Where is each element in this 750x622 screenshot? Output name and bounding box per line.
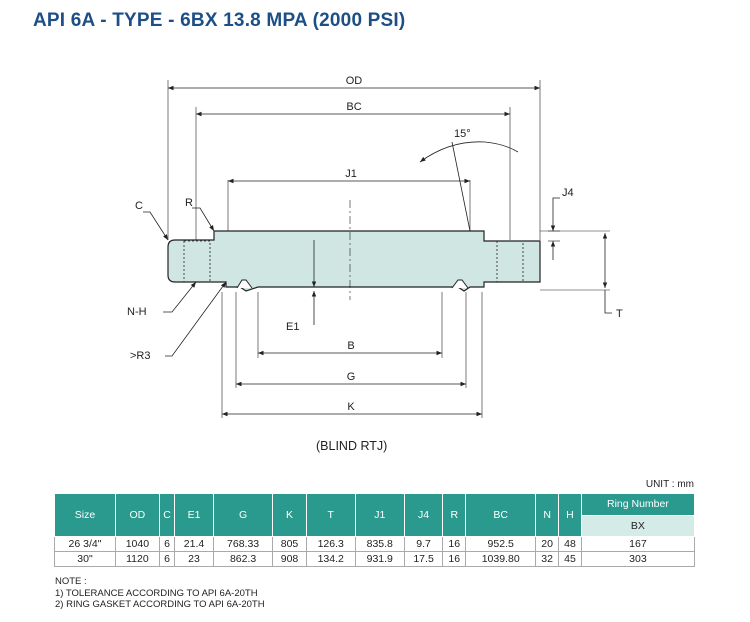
label-e1: E1 <box>286 321 299 333</box>
cell: 16 <box>442 551 467 567</box>
flange-drawing: OD BC J1 15° J4 C R N-H >R3 E1 B G K T <box>127 75 623 418</box>
bolt-hole-left <box>183 240 211 283</box>
header-j1: J1 <box>354 493 405 537</box>
header-c: C <box>158 493 176 537</box>
dim-angle <box>419 141 519 163</box>
label-b: B <box>347 340 354 352</box>
cell: 167 <box>580 536 696 552</box>
label-t: T <box>616 308 623 320</box>
cell: 6 <box>158 551 176 567</box>
spec-table: Size OD C E1 G K T J1 J4 R BC N H Ring N… <box>54 493 696 567</box>
header-j4: J4 <box>403 493 444 537</box>
label-g: G <box>347 371 356 383</box>
header-size: Size <box>54 493 116 537</box>
header-od: OD <box>115 493 160 537</box>
cell: 6 <box>158 536 176 552</box>
cell: 835.8 <box>354 536 405 552</box>
cell: 931.9 <box>354 551 405 567</box>
flange-body <box>167 230 541 292</box>
header-ring-number: Ring Number <box>580 493 696 516</box>
header-e1: E1 <box>174 493 214 537</box>
notes: NOTE : 1) TOLERANCE ACCORDING TO API 6A-… <box>55 576 265 611</box>
table-row: 30" 1120 6 23 862.3 908 134.2 931.9 17.5… <box>54 551 696 567</box>
drawing-caption: (BLIND RTJ) <box>316 439 388 453</box>
table-header-row: Size OD C E1 G K T J1 J4 R BC N H Ring N… <box>54 493 696 537</box>
cell: 9.7 <box>403 536 444 552</box>
label-r: R <box>185 197 193 209</box>
header-t: T <box>305 493 356 537</box>
note-item: 1) TOLERANCE ACCORDING TO API 6A-20TH <box>55 587 258 599</box>
header-r: R <box>442 493 467 537</box>
cell: 32 <box>535 551 560 567</box>
header-bx: BX <box>580 514 696 537</box>
cell: 1040 <box>115 536 160 552</box>
table-subheader-row: BX <box>55 514 696 537</box>
cell: 768.33 <box>212 536 274 552</box>
notes-heading: NOTE : <box>55 576 87 587</box>
label-j4: J4 <box>562 187 574 199</box>
cell: 1120 <box>115 551 160 567</box>
cell: 20 <box>535 536 560 552</box>
cell: 303 <box>580 551 696 567</box>
unit-label: UNIT : mm <box>645 479 694 490</box>
header-n: N <box>535 493 560 537</box>
label-bc: BC <box>346 101 361 113</box>
header-bc: BC <box>465 493 537 537</box>
cell: 134.2 <box>305 551 356 567</box>
page-title: API 6A - TYPE - 6BX 13.8 MPA (2000 PSI) <box>33 10 406 31</box>
cell: 16 <box>442 536 467 552</box>
label-r3: >R3 <box>130 350 151 362</box>
cell: 1039.80 <box>465 551 537 567</box>
header-h: H <box>558 493 582 537</box>
cell: 17.5 <box>403 551 444 567</box>
cell: 952.5 <box>465 536 537 552</box>
label-k: K <box>347 401 355 413</box>
cell: 26 3/4" <box>54 536 116 552</box>
table-row: 26 3/4" 1040 6 21.4 768.33 805 126.3 835… <box>54 536 696 552</box>
bolt-hole-right <box>496 240 524 283</box>
cell: 21.4 <box>174 536 214 552</box>
cell: 30" <box>54 551 116 567</box>
cell: 908 <box>272 551 307 567</box>
ring-groove <box>236 279 469 289</box>
label-j1: J1 <box>345 168 357 180</box>
cell: 45 <box>558 551 582 567</box>
label-c: C <box>135 200 143 212</box>
cell: 48 <box>558 536 582 552</box>
cell: 126.3 <box>305 536 356 552</box>
header-g: G <box>212 493 274 537</box>
label-nh: N-H <box>127 306 147 318</box>
header-k: K <box>272 493 307 537</box>
cell: 805 <box>272 536 307 552</box>
cell: 862.3 <box>212 551 274 567</box>
label-od: OD <box>346 75 363 87</box>
note-item: 2) RING GASKET ACCORDING TO API 6A-20TH <box>55 599 265 610</box>
label-angle: 15° <box>454 128 471 140</box>
cell: 23 <box>174 551 214 567</box>
